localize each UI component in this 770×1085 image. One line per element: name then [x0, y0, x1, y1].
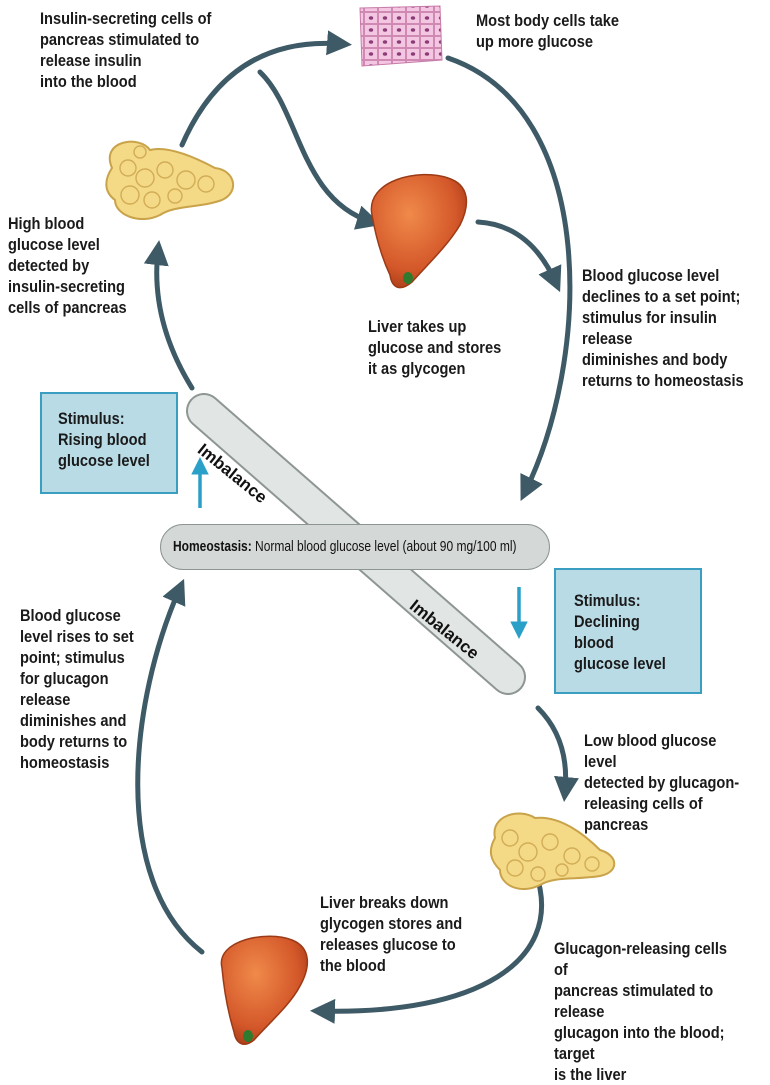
stimulus-declining-text: Stimulus: Declining blood glucose level [574, 590, 682, 674]
arrow-liver-to-set-point [478, 222, 556, 283]
label-low-detected: Low blood glucose level detected by gluc… [584, 730, 744, 835]
homeostasis-bold-label: Homeostasis: [173, 538, 252, 555]
stimulus-rising-box: Stimulus: Rising blood glucose level [40, 392, 178, 494]
arrow-homeostasis-to-pancreas [157, 250, 192, 388]
label-liver-takes-up: Liver takes up glucose and stores it as … [368, 316, 501, 379]
label-rises-set-point: Blood glucose level rises to set point; … [20, 605, 134, 773]
liver-top-icon [371, 175, 466, 288]
homeostasis-text: Homeostasis: Normal blood glucose level … [173, 537, 517, 557]
arrow-imbalance-to-low-detect [538, 708, 566, 792]
arrow-liver-to-rises [138, 588, 202, 952]
homeostasis-bar: Homeostasis: Normal blood glucose level … [160, 524, 550, 570]
liver-bottom-icon [221, 936, 307, 1044]
label-declines-set-point: Blood glucose level declines to a set po… [582, 265, 744, 391]
label-glucagon-releasing: Glucagon-releasing cells of pancreas sti… [554, 938, 740, 1085]
arrow-pancreas-to-liver [260, 72, 372, 222]
label-liver-breaks-down: Liver breaks down glycogen stores and re… [320, 892, 462, 976]
pancreas-top-icon [106, 142, 233, 219]
label-body-cells: Most body cells take up more glucose [476, 10, 619, 52]
stimulus-rising-text: Stimulus: Rising blood glucose level [58, 408, 159, 471]
label-high-detected: High blood glucose level detected by ins… [8, 213, 127, 318]
body-cells-icon [360, 6, 442, 66]
label-insulin-secreting: Insulin-secreting cells of pancreas stim… [40, 8, 211, 92]
homeostasis-description: Normal blood glucose level (about 90 mg/… [252, 538, 517, 555]
stimulus-declining-box: Stimulus: Declining blood glucose level [554, 568, 702, 694]
